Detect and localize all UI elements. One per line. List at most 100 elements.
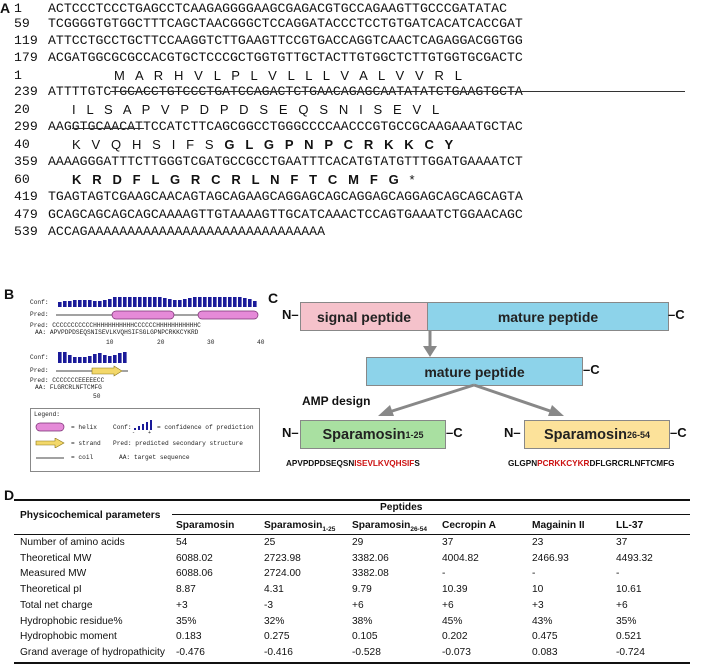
table-cell: 6088.06 <box>176 568 213 580</box>
table-cell: 10.61 <box>616 584 642 596</box>
confidence-scale-icon <box>134 420 152 430</box>
line-number: 419 <box>14 189 38 204</box>
nucleotide-text: TGAGTAGTCGAAGCAACAGTAGCAGAAGCAGGAGCAGCAG… <box>48 189 523 204</box>
sparamosin-b-sequence: GLGPNPCRKKCYKRDFLGRCRLNFTCMFG <box>508 459 675 468</box>
column-header: Magainin II <box>532 520 585 531</box>
line-number: 299 <box>14 119 38 134</box>
line-number: 59 <box>14 16 30 31</box>
nucleotide-text: GCAGCAGCAGCAGCAAAAGTTGTAAAAGTTGCATCAAACT… <box>48 207 523 222</box>
confidence-bar <box>83 357 87 363</box>
confidence-bar <box>118 353 122 363</box>
column-header: Sparamosin26-54 <box>352 520 427 534</box>
helix-icon <box>35 422 65 432</box>
confidence-bar <box>128 297 132 307</box>
amino-acid-text: K R D F L G R C R L N F T C M F G * <box>72 172 415 187</box>
table-group-rule <box>172 514 690 515</box>
column-header: Sparamosin <box>176 520 235 531</box>
confidence-bar <box>248 299 252 307</box>
confidence-bar <box>78 300 82 307</box>
panel-label-c: C <box>268 290 279 306</box>
tick-10: 10 <box>106 339 114 346</box>
row-label: Number of amino acids <box>20 537 125 548</box>
table-cell: +6 <box>616 599 628 611</box>
pred-seq: CCCCCCCCCCCHHHHHHHHHHHCCCCCCHHHHHHHHHHHC <box>52 322 201 329</box>
mature-peptide-residues: K R D F L G R C R L N F T C M F G <box>72 172 399 187</box>
confidence-bar <box>83 300 87 307</box>
legend-strand: = strand <box>71 440 101 447</box>
confidence-bar <box>138 297 142 307</box>
table-cell: - <box>442 568 446 580</box>
coil-line-icon <box>36 457 64 459</box>
table-cell: 29 <box>352 537 364 548</box>
confidence-bar <box>188 298 192 307</box>
dash: – <box>583 362 591 377</box>
secondary-structure-track-1 <box>56 310 259 320</box>
legend-minus: - <box>132 430 136 436</box>
down-arrow-icon <box>423 331 437 357</box>
legend-conf: Conf: <box>113 424 132 431</box>
table-cell: 32% <box>264 615 285 627</box>
confidence-bar <box>243 298 247 307</box>
line-number: 60 <box>14 172 30 187</box>
confidence-bar <box>153 297 157 307</box>
legend-title: Legend: <box>34 411 60 418</box>
confidence-bar <box>118 297 122 307</box>
split-arrows-icon <box>378 383 564 416</box>
panel-label-b: B <box>4 286 15 302</box>
nucleotide-text: AAGGTGCAACATTCCATCTTCAGCGGCCTGGGCCCCAACC… <box>48 119 523 134</box>
nucleotide-text: ATTCCTGCCTGCTTCCAAGGTCTTGAAGTTCCGTGACCAG… <box>48 33 523 48</box>
legend-coil: = coil <box>71 454 94 461</box>
table-cell: -0.073 <box>442 646 471 658</box>
row-label: Total net charge <box>20 599 93 611</box>
confidence-bar <box>73 300 77 307</box>
confidence-bars-2 <box>58 352 127 363</box>
table-cell: 0.475 <box>532 631 558 643</box>
table-cell: 10.39 <box>442 584 468 596</box>
conf-label-2: Conf: <box>30 354 49 361</box>
confidence-bar <box>253 301 257 307</box>
confidence-bar <box>223 297 227 307</box>
confidence-bar <box>193 297 197 307</box>
pred-seq-label-2: Pred: <box>30 377 49 384</box>
confidence-bar <box>93 301 97 307</box>
confidence-bar <box>203 297 207 307</box>
table-cell: - <box>532 568 536 580</box>
confidence-bar <box>93 354 97 363</box>
table-cell: -0.724 <box>616 646 645 658</box>
confidence-bar <box>63 352 67 363</box>
table-cell: 0.202 <box>442 631 468 643</box>
confidence-bar <box>88 356 92 363</box>
table-cell: 2466.93 <box>532 552 569 564</box>
c-terminus-b: C <box>677 425 687 440</box>
confidence-bar <box>133 297 137 307</box>
confidence-bar <box>68 355 72 363</box>
aa-label-2: AA: <box>35 384 47 391</box>
table-cell: 3382.08 <box>352 568 389 580</box>
confidence-bar <box>58 352 62 363</box>
line-number: 539 <box>14 224 38 239</box>
table-cell: 43% <box>532 615 553 627</box>
table-top-rule <box>14 499 690 501</box>
conf-label: Conf: <box>30 299 49 306</box>
amino-acid-text: I L S A P V P D P D S E Q S N I S E V L <box>72 102 440 117</box>
confidence-bar <box>78 357 82 363</box>
aa-label: AA: <box>35 329 47 336</box>
confidence-bar <box>88 300 92 307</box>
pred-label-2: Pred: <box>30 367 49 374</box>
confidence-bar <box>63 301 67 307</box>
table-cell: - <box>616 568 620 580</box>
nucleotide-text: TCGGGGTGTGGCTTTCAGCTAACGGGCTCCAGGATACCCT… <box>48 16 523 31</box>
table-cell: 38% <box>352 615 373 627</box>
panel-label-a: A <box>0 0 11 16</box>
confidence-bar <box>233 297 237 307</box>
confidence-bar <box>98 353 102 363</box>
row-label: Theoretical pI <box>20 584 82 596</box>
amp-design-label: AMP design <box>302 394 371 408</box>
line-number: 40 <box>14 137 30 152</box>
row-label: Theoretical MW <box>20 552 92 564</box>
helix-icon <box>197 310 259 320</box>
confidence-bar <box>123 352 127 363</box>
confidence-bar <box>148 297 152 307</box>
line-number: 359 <box>14 154 38 169</box>
